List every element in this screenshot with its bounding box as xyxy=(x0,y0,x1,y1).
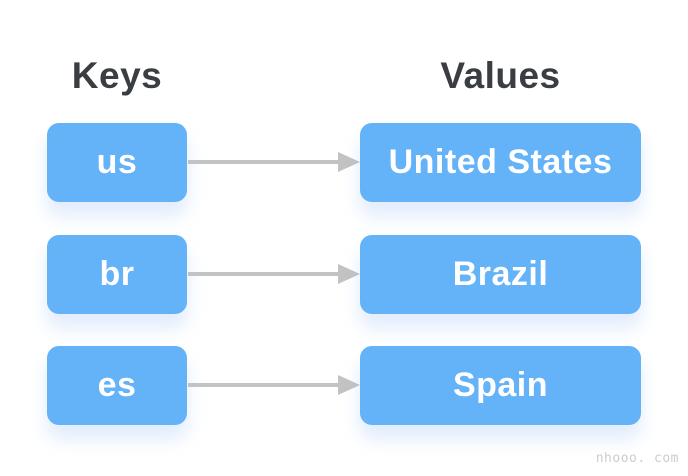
watermark: nhooo. com xyxy=(595,451,679,466)
values-heading: Values xyxy=(440,55,561,96)
value-box-united-states: United States xyxy=(360,123,641,202)
key-box-us: us xyxy=(47,123,187,202)
value-box-brazil: Brazil xyxy=(360,235,641,314)
key-box-es: es xyxy=(47,346,187,425)
arrow-right-icon xyxy=(188,375,360,395)
value-box-spain: Spain xyxy=(360,346,641,425)
arrow-right-icon xyxy=(188,264,360,284)
key-box-br: br xyxy=(47,235,187,314)
keys-heading: Keys xyxy=(71,55,163,96)
arrow-right-icon xyxy=(188,152,360,172)
